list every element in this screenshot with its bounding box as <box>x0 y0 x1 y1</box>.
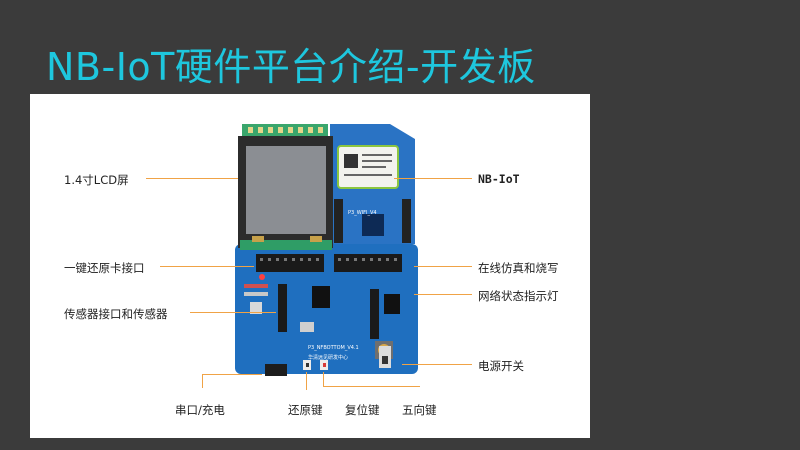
leader-sensor <box>190 312 276 313</box>
label-sensor: 传感器接口和传感器 <box>64 307 168 321</box>
leader-debug <box>414 266 472 267</box>
label-netled: 网络状态指示灯 <box>478 289 559 303</box>
leader-joystick <box>360 386 420 387</box>
leader-nbiot <box>394 178 472 179</box>
leader-serial-h <box>202 374 262 375</box>
label-power: 电源开关 <box>478 359 524 373</box>
label-sim: 一键还原卡接口 <box>64 261 145 275</box>
label-nbiot: NB-IoT <box>478 172 520 186</box>
label-joystick: 五向键 <box>402 403 437 417</box>
leader-power <box>402 364 472 365</box>
brand-silkscreen: 华清远见研发中心 <box>308 354 348 361</box>
label-reset: 复位键 <box>345 403 380 417</box>
dev-board-image: P3_NFBOTTOM_V4.1 华清远见研发中心 P3_WIFI_V4 <box>235 124 418 376</box>
debug-header <box>334 254 402 272</box>
lcd-header <box>242 124 328 136</box>
label-restore: 还原键 <box>288 403 323 417</box>
label-lcd: 1.4寸LCD屏 <box>64 173 129 187</box>
leader-restore <box>306 372 307 390</box>
board-diagram-panel: P3_NFBOTTOM_V4.1 华清远见研发中心 P3_WIFI_V4 1.4… <box>30 94 590 438</box>
leader-netled <box>414 294 472 295</box>
sensor-header <box>278 284 287 332</box>
lcd-screen <box>246 146 326 234</box>
module-silkscreen: P3_WIFI_V4 <box>348 210 377 216</box>
leader-reset-h <box>323 386 363 387</box>
sim-header <box>256 254 324 272</box>
leader-serial-v <box>202 374 203 388</box>
label-debug: 在线仿真和烧写 <box>478 261 559 275</box>
label-serial: 串口/充电 <box>175 403 225 417</box>
network-led <box>259 274 265 280</box>
bottom-pcb <box>235 244 418 374</box>
slide-title: NB-IoT硬件平台介绍-开发板 <box>46 45 536 89</box>
leader-lcd <box>146 178 238 179</box>
leader-reset-v <box>323 372 324 386</box>
usb-port <box>265 364 287 376</box>
bottom-board-silkscreen: P3_NFBOTTOM_V4.1 <box>308 345 359 351</box>
leader-sim <box>160 266 254 267</box>
